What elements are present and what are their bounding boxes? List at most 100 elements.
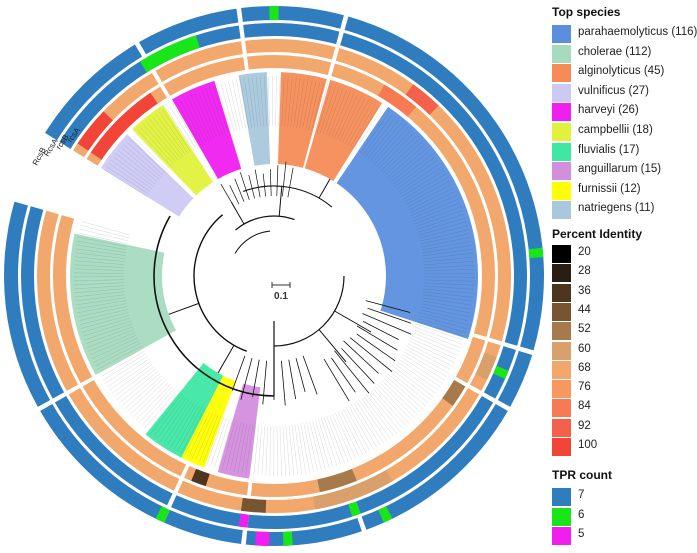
leaf-label-tick	[401, 353, 445, 381]
ring-rcsb-tpr-segment	[241, 5, 344, 29]
leaf-label-tick	[131, 135, 168, 171]
leaf-label-tick	[414, 326, 463, 345]
leaf-label-tick	[249, 424, 257, 475]
tree-branch	[269, 169, 272, 197]
species-legend-swatch	[552, 181, 571, 200]
identity-legend-label: 92	[578, 419, 591, 432]
tree-branch	[341, 348, 375, 384]
identity-legend-swatch	[552, 245, 571, 263]
leaf-label-tick	[160, 399, 190, 441]
leaf-label-tick	[408, 187, 454, 211]
tpr-legend-label: 5	[578, 528, 585, 541]
leaf-label-tick	[73, 272, 125, 274]
leaf-label-tick	[306, 422, 318, 472]
tree-branch	[252, 359, 260, 398]
leaf-label-tick	[374, 127, 409, 165]
leaf-label-tick	[348, 405, 374, 450]
leaf-label-tick	[390, 150, 431, 183]
leaf-label-tick	[188, 411, 211, 457]
leaf-label-tick	[105, 356, 148, 384]
leaf-label-tick	[404, 348, 449, 374]
tree-branch	[302, 355, 318, 395]
annotation-rings	[3, 5, 544, 546]
leaf-label-tick	[74, 288, 125, 294]
leaf-label-tick	[418, 315, 467, 330]
leaf-label-tick	[253, 425, 260, 476]
scale-bar: 0.1	[271, 282, 291, 302]
leaf-label-tick	[74, 285, 125, 290]
ring-rcsb-tpr-segment	[245, 518, 362, 546]
leaf-label-tick	[414, 206, 462, 225]
leaf-label-tick	[398, 358, 441, 388]
tree-branch	[334, 350, 370, 394]
leaf-label-tick	[404, 177, 449, 203]
identity-legend-item: 36	[552, 283, 686, 303]
identity-legend-label: 52	[578, 323, 591, 336]
leaf-label-tick	[381, 380, 418, 416]
identity-legend-item: 100	[552, 437, 686, 457]
leaf-label-tick	[423, 285, 474, 290]
leaf-label-tick	[388, 147, 428, 180]
leaf-label-tick	[380, 135, 417, 172]
leaf-label-tick	[269, 425, 272, 477]
ring-rcsa-identity-accent	[90, 117, 130, 160]
leaf-label-tick	[305, 80, 317, 130]
leaf-label-tick	[282, 425, 287, 476]
legend-panel: Top species parahaemolyticus (116)choler…	[552, 0, 697, 553]
leaf-label-tick	[78, 232, 128, 245]
leaf-label-tick	[418, 221, 467, 236]
identity-legend-label: 100	[578, 439, 598, 451]
leaf-label-tick	[247, 77, 255, 128]
leaf-label-tick	[127, 377, 165, 413]
ring-rcsb-tpr-accent	[528, 247, 544, 259]
wedge-natriegens	[238, 72, 271, 166]
leaf-label-tick	[379, 382, 416, 419]
leaf-label-tick	[367, 119, 399, 159]
leaf-label-tick	[333, 92, 355, 139]
tree-branch	[288, 359, 297, 400]
leaf-label-tick	[351, 404, 378, 448]
leaf-label-tick	[296, 78, 305, 128]
tree-branch-arc	[234, 230, 271, 254]
leaf-label-tick	[80, 224, 129, 239]
leaf-label-tick	[412, 198, 459, 219]
leaf-label-tick	[423, 260, 474, 266]
leaf-label-tick	[75, 294, 126, 302]
ring-rcsb-identity-segment	[68, 388, 180, 491]
leaf-label-tick	[224, 82, 238, 131]
leaf-label-tick	[82, 317, 131, 333]
leaf-label-tick	[361, 397, 391, 439]
wedge-harveyi	[172, 80, 242, 180]
wedge-cholerae	[70, 233, 177, 375]
tree-branch-arc	[153, 215, 275, 397]
leaf-label-tick	[362, 114, 393, 156]
leaf-label-tick	[134, 132, 170, 169]
ring-rcsa-identity-segment	[82, 380, 187, 477]
leaf-label-tick	[399, 166, 442, 195]
leaf-label-tick	[251, 77, 258, 127]
leaf-label-tick	[352, 105, 380, 149]
leaf-label-tick	[104, 169, 147, 197]
leaf-label-tick	[337, 411, 360, 458]
ring-rcsb-identity-accent	[405, 84, 439, 115]
tpr-legend-swatch	[552, 488, 571, 506]
leaf-label-tick	[368, 392, 401, 432]
tree-branch	[281, 360, 286, 406]
leaf-label-tick	[98, 348, 143, 374]
leaf-label-tick	[216, 84, 232, 133]
ring-rcsb-tpr-segment	[164, 509, 243, 544]
leaf-label-tick	[421, 241, 472, 251]
leaf-label-tick	[382, 138, 420, 174]
leaf-label-tick	[144, 390, 178, 429]
leaf-label-tick	[423, 288, 474, 294]
leaf-label-tick	[199, 415, 219, 462]
leaf-label-tick	[387, 373, 427, 407]
species-legend-swatch	[552, 162, 571, 181]
identity-legend-item: 28	[552, 263, 686, 283]
wedge-fluvialis	[145, 363, 224, 458]
wedge-parahaemolyticus	[336, 106, 479, 340]
leaf-label-tick	[75, 291, 125, 298]
tree-branch	[349, 337, 393, 373]
tree-branch	[239, 172, 250, 201]
leaf-label-tick	[120, 147, 160, 180]
